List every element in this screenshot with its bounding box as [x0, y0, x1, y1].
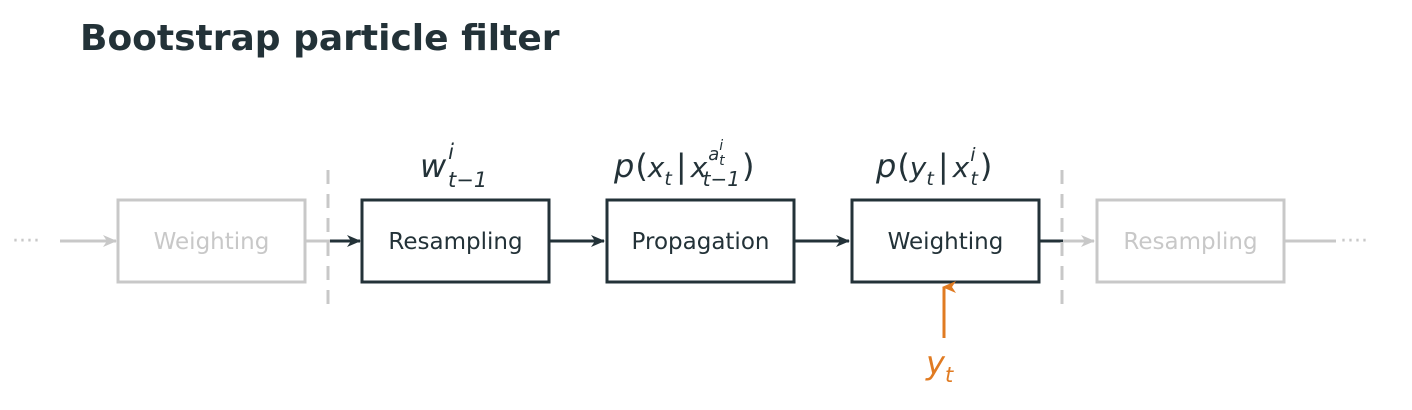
propagation-box-label: Propagation	[632, 229, 770, 255]
weighting-box-previous-label: Weighting	[154, 229, 270, 255]
observation-label: yt	[925, 344, 954, 387]
resampling-box-label: Resampling	[388, 229, 522, 255]
resampling-box-next-label: Resampling	[1123, 229, 1257, 255]
weighting-box-label: Weighting	[888, 229, 1004, 255]
page-title: Bootstrap particle filter	[80, 18, 560, 59]
leader-dots-left: ····	[12, 229, 40, 254]
leader-dots-right: ····	[1340, 229, 1368, 254]
